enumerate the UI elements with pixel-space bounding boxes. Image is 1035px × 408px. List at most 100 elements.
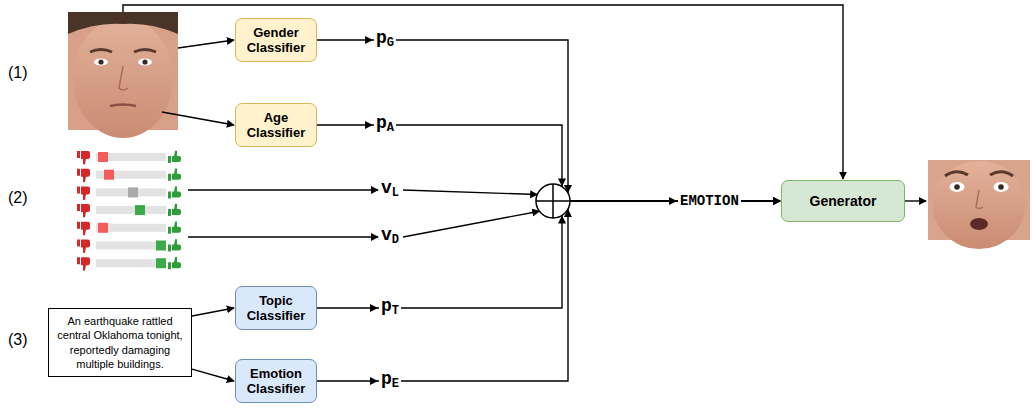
classifier-box: Gender Classifier [235,18,317,62]
vector-label: vD [379,224,401,251]
slider-row [77,239,181,253]
eye [994,182,1009,192]
thumbs-up-icon [168,204,181,217]
thumbs-up-icon [168,151,181,164]
pupil [142,59,147,64]
thumbs-up-icon [168,257,181,270]
eye [950,182,965,192]
vector-arrow [403,190,537,195]
node-text: An earthquake rattled central Oklahoma t… [55,314,185,371]
nose [119,66,128,90]
image-feed-line [123,5,843,179]
pupil [954,184,960,190]
hair [68,12,178,34]
thumbs-down-icon [77,151,90,165]
junction-arrowhead [564,209,572,217]
input-face [68,12,178,138]
classifier-box: Topic Classifier [235,286,317,330]
vector-label: pG [374,27,396,54]
vector-arrow [403,211,539,237]
thumbs-down-icon [77,204,90,218]
text-input-box: An earthquake rattled central Oklahoma t… [48,308,192,377]
thumbs-down-icon [77,222,90,236]
rating-sliders [77,151,181,271]
pupil [98,59,103,64]
row-number: (2) [6,189,30,207]
slider-thumb [156,258,166,268]
input-arrow [178,40,234,48]
vector-arrow [188,189,378,190]
thumbs-down-icon [77,257,90,271]
junction-arrowhead [558,179,566,187]
sum-junction [536,184,570,218]
connector-arrow [317,201,780,381]
slider-thumb [128,187,138,197]
mouth [110,105,136,107]
slider-thumb [135,205,145,215]
eyebrow [134,50,156,53]
row-number: (3) [6,331,30,349]
open-mouth [970,218,988,230]
generator-box: Generator [781,180,905,222]
slider-thumb [98,223,108,233]
slider-track [96,206,166,214]
slider-track [96,171,166,179]
slider-row [77,257,181,271]
slider-row [77,151,181,165]
node-text: Generator [810,193,877,209]
eye [138,59,152,66]
output-face [928,160,1030,249]
slider-track [96,188,166,196]
thumbs-up-icon [168,239,181,252]
slider-thumb [104,170,114,180]
node-text: Gender Classifier [240,25,312,55]
slider-row [77,221,181,235]
classifier-box: Age Classifier [235,103,317,147]
sum-cross [536,184,570,218]
vector-arrow [188,236,378,237]
thumbs-up-icon [168,186,181,199]
eyebrow [990,172,1013,176]
slider-thumb [98,152,108,162]
slider-row [77,186,181,200]
eye [94,59,108,66]
signal-label: EMOTION [678,191,741,211]
connector-arrow [192,308,234,316]
slider-track [96,242,166,250]
node-text: Topic Classifier [240,293,312,323]
input-arrow [162,112,234,125]
label-arrowhead [669,197,677,205]
vector-label: pT [379,295,401,322]
classifier-box: Emotion Classifier [235,359,317,403]
slider-track [96,224,166,232]
eyebrow [945,172,968,176]
vector-label: pE [379,368,401,395]
label-arrowhead [370,304,378,312]
node-text: Age Classifier [240,110,312,140]
thumbs-up-icon [168,221,181,234]
face-skin [73,18,173,138]
vector-label: vL [379,177,401,204]
nose [976,190,983,209]
junction-arrowhead [564,185,572,193]
thumbs-down-icon [77,169,90,183]
output-arrow [905,200,926,201]
connector-arrow [192,369,234,381]
label-arrowhead [365,121,373,129]
pupil [998,184,1004,190]
slider-track [96,153,166,161]
slider-row [77,204,181,218]
node-text: Emotion Classifier [240,366,312,396]
vector-label: pA [374,112,396,139]
row-number: (1) [6,64,30,82]
thumbs-down-icon [77,240,90,254]
label-arrowhead [370,377,378,385]
face-skin [933,161,1025,249]
thumbs-up-icon [168,168,181,181]
slider-row [77,168,181,182]
thumbs-down-icon [77,186,90,200]
slider-track [96,259,166,267]
label-arrowhead [365,36,373,44]
slider-thumb [156,241,166,251]
